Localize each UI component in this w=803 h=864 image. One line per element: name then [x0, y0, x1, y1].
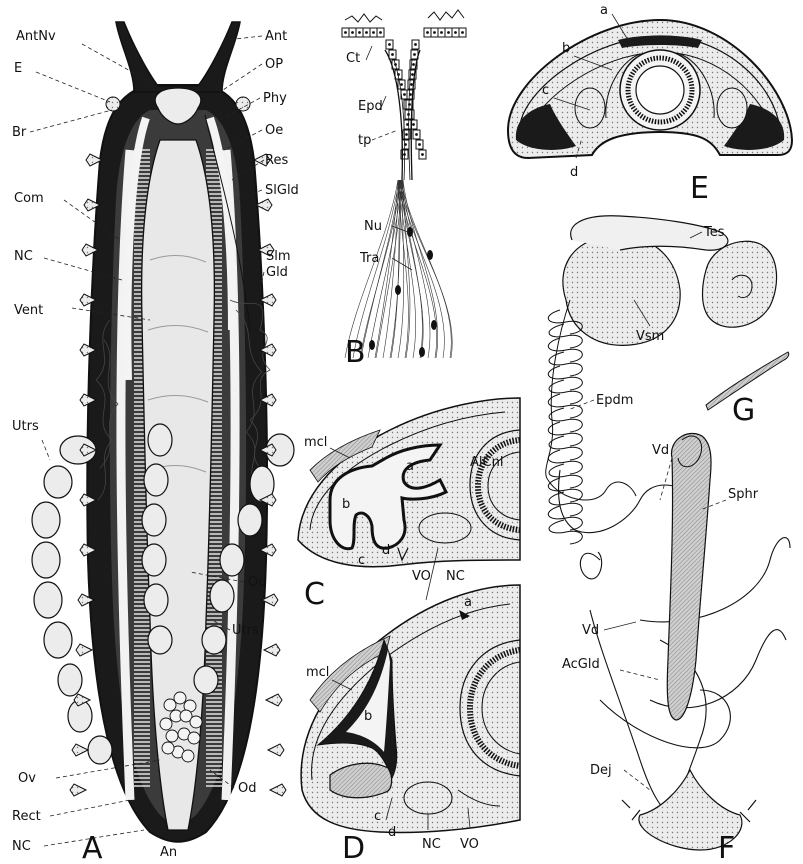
- label-epdm: Epdm: [596, 393, 633, 408]
- label-slgld: SlGld: [265, 183, 299, 198]
- label-ov: Ov: [18, 771, 36, 786]
- panel-letter-b: B: [345, 335, 366, 370]
- label-br: Br: [12, 125, 27, 140]
- label-gld: Gld: [266, 265, 288, 280]
- panel-a-eye: [106, 97, 120, 111]
- label-a-c: a: [406, 459, 414, 474]
- label-dej: Dej: [590, 763, 612, 778]
- label-d-c: d: [382, 543, 390, 558]
- label-utrs: Utrs: [12, 419, 39, 434]
- label-c-d: c: [374, 809, 381, 824]
- panel-b: [342, 10, 466, 358]
- label-a-d: a: [464, 595, 472, 610]
- label-nc-lower: NC: [12, 839, 31, 854]
- label-vent: Vent: [14, 303, 43, 318]
- panel-f: [546, 216, 790, 850]
- label-res: Res: [265, 153, 288, 168]
- label-b-d: b: [364, 709, 372, 724]
- label-mcl-d: mcl: [306, 665, 329, 680]
- panel-e: [508, 20, 792, 158]
- label-b-e: b: [562, 41, 570, 56]
- panel-c: [298, 398, 520, 567]
- panel-a-head: [116, 22, 240, 92]
- label-tra: Tra: [359, 251, 379, 266]
- panel-b-nuclei: [369, 227, 437, 357]
- label-vo-c: VO: [412, 569, 431, 584]
- label-sphr: Sphr: [728, 487, 759, 502]
- panel-letter-d: D: [342, 831, 365, 860]
- label-slm: Slm: [266, 249, 291, 264]
- label-d-d: d: [388, 825, 396, 840]
- panel-c-nerve-cord: [419, 513, 471, 543]
- label-od: Od: [248, 575, 266, 590]
- label-alcnl: AlCnl: [470, 455, 503, 470]
- label-d-e: d: [570, 165, 578, 180]
- label-c-c: c: [358, 553, 365, 568]
- panel-letter-c: C: [304, 577, 325, 612]
- label-com: Com: [14, 191, 44, 206]
- panel-letter-e: E: [690, 171, 709, 206]
- label-nu: Nu: [364, 219, 382, 234]
- panel-a: [32, 22, 294, 842]
- panel-f-testis: [703, 241, 777, 327]
- panel-f-spermatophore: [667, 433, 711, 720]
- panel-b-tracheae: [345, 180, 452, 358]
- label-a-e: a: [600, 3, 608, 18]
- label-ct: Ct: [346, 51, 360, 66]
- label-vd-upper: Vd: [652, 443, 669, 458]
- label-vd-lower: Vd: [582, 623, 599, 638]
- label-acgld: AcGld: [562, 657, 600, 672]
- label-op: OP: [265, 57, 283, 72]
- label-od-lower: Od: [238, 781, 256, 796]
- label-b-c: b: [342, 497, 350, 512]
- label-e: E: [14, 61, 22, 76]
- panel-letter-a: A: [82, 831, 103, 860]
- label-vsm: Vsm: [636, 329, 664, 344]
- label-mcl-c: mcl: [304, 435, 327, 450]
- label-nc-d: NC: [422, 837, 441, 852]
- label-an: An: [160, 845, 177, 860]
- label-ant: Ant: [265, 29, 287, 44]
- label-epd: Epd: [358, 99, 383, 114]
- label-nc: NC: [14, 249, 33, 264]
- label-nc-c: NC: [446, 569, 465, 584]
- panel-d-nerve-cord: [404, 782, 452, 814]
- label-utrs-right: Utrs: [232, 623, 259, 638]
- label-antnv: AntNv: [16, 29, 56, 44]
- label-tp: tp: [358, 133, 371, 148]
- label-tes: Tes: [703, 225, 725, 240]
- panel-c-outline: [298, 398, 520, 567]
- label-rect: Rect: [12, 809, 41, 824]
- label-oe: Oe: [265, 123, 283, 138]
- panel-letter-g: G: [732, 393, 755, 428]
- label-vo-d: VO: [460, 837, 479, 852]
- label-phy: Phy: [263, 91, 287, 106]
- panel-letter-f: F: [718, 831, 735, 860]
- label-c-e: c: [542, 83, 549, 98]
